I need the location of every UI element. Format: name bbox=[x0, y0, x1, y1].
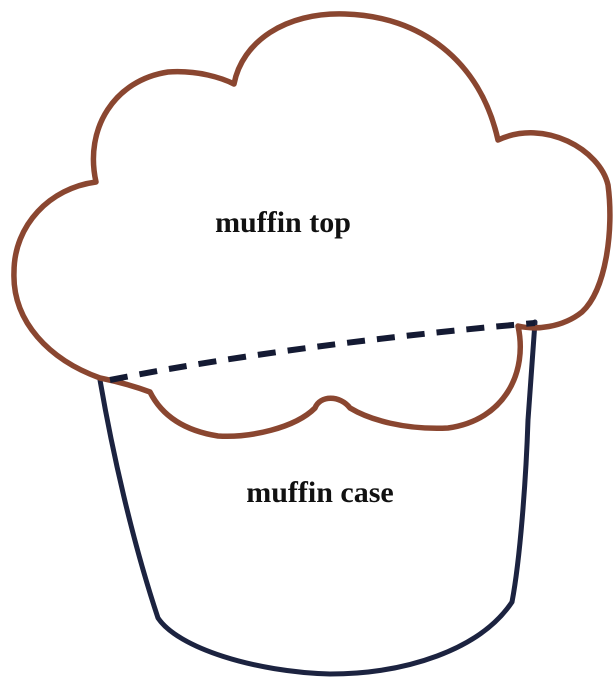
top-case-divider-line bbox=[109, 320, 536, 383]
muffin-top-label: muffin top bbox=[215, 206, 351, 239]
muffin-top-outline bbox=[11, 11, 613, 439]
muffin-case-label: muffin case bbox=[246, 476, 393, 509]
muffin-case-outline bbox=[97, 319, 538, 677]
